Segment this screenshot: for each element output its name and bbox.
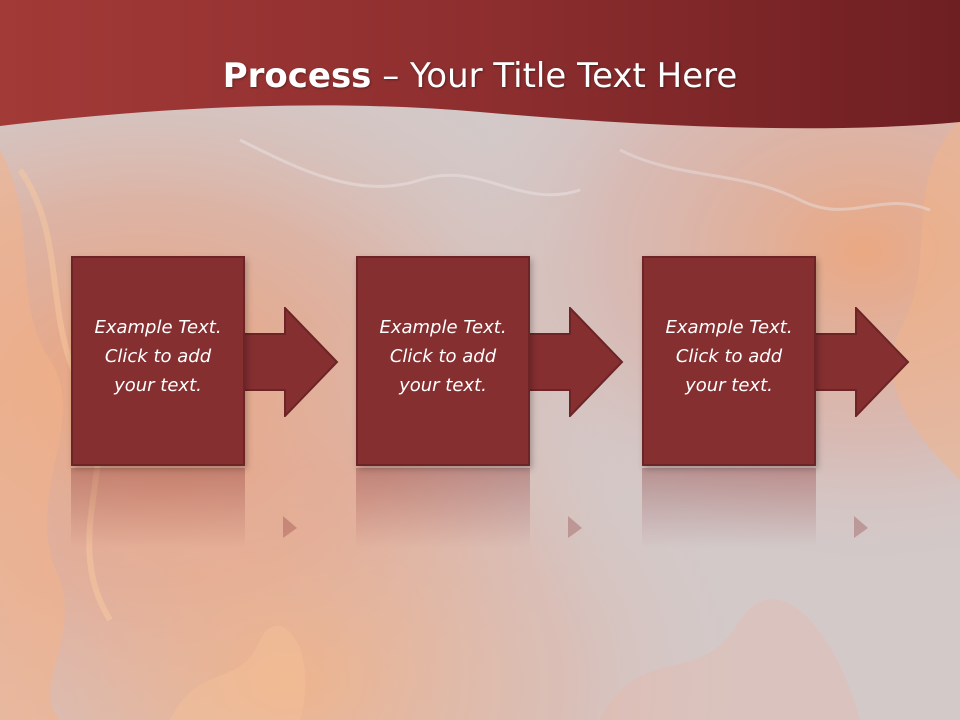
step-2-line-2: Click to add	[389, 345, 497, 367]
step-3-reflection	[642, 468, 816, 548]
slide-title[interactable]: Process – Your Title Text Here	[0, 54, 960, 98]
step-3-arrow	[814, 307, 910, 417]
title-rest: – Your Title Text Here	[371, 56, 738, 96]
step-2-arrow-reflection	[568, 516, 582, 538]
step-1-text: Example Text. Click to add your text.	[83, 313, 233, 400]
title-bold: Process	[222, 56, 372, 96]
step-3-line-2: Click to add	[675, 345, 783, 367]
title-band	[0, 0, 960, 129]
step-2-arrow	[528, 307, 624, 417]
step-1-reflection	[71, 468, 245, 548]
step-3-arrow-reflection	[854, 516, 868, 538]
step-1-line-3: your text.	[114, 374, 202, 396]
step-1-arrow-reflection	[283, 516, 297, 538]
step-3-line-3: your text.	[685, 374, 773, 396]
step-2-line-1: Example Text.	[379, 316, 507, 338]
step-1-line-1: Example Text.	[94, 316, 222, 338]
step-2-reflection	[356, 468, 530, 548]
step-3-line-1: Example Text.	[665, 316, 793, 338]
step-1-line-2: Click to add	[104, 345, 212, 367]
step-2-text: Example Text. Click to add your text.	[368, 313, 518, 400]
step-2-box[interactable]: Example Text. Click to add your text.	[356, 256, 530, 466]
step-1-box[interactable]: Example Text. Click to add your text.	[71, 256, 245, 466]
step-2-line-3: your text.	[399, 374, 487, 396]
step-3-box[interactable]: Example Text. Click to add your text.	[642, 256, 816, 466]
step-3-text: Example Text. Click to add your text.	[654, 313, 804, 400]
step-1-arrow	[243, 307, 339, 417]
